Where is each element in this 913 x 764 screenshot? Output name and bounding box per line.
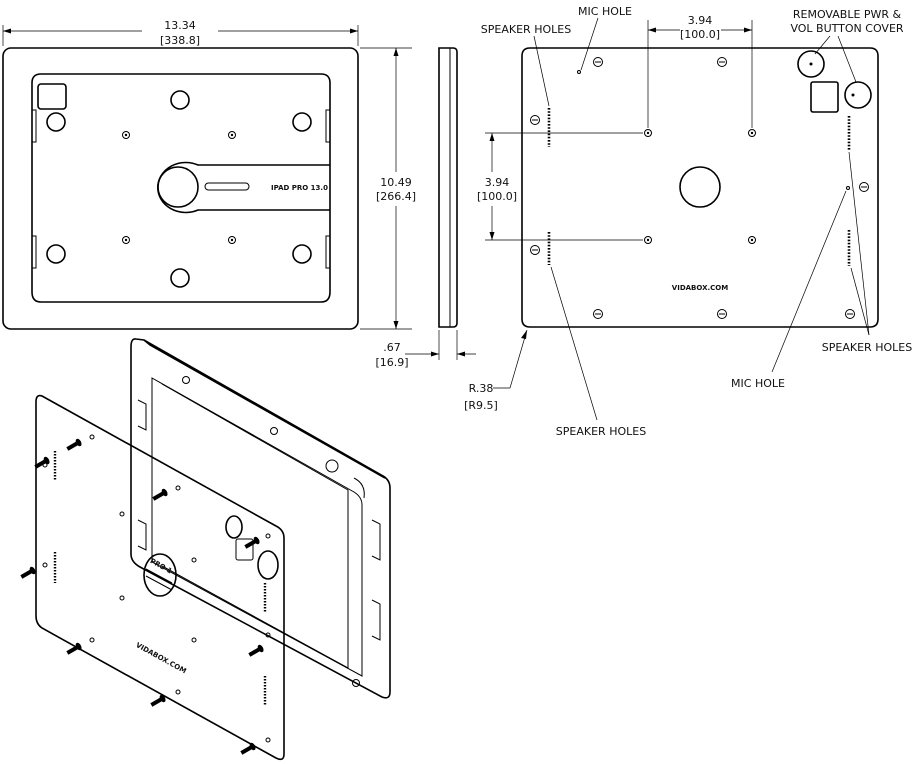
isometric-view: PRO 1 VIDABOX.COM bbox=[20, 338, 391, 761]
callout-speaker-holes-bottom: SPEAKER HOLES bbox=[556, 425, 646, 438]
callout-button-cover-line1: REMOVABLE PWR & bbox=[793, 8, 902, 21]
back-brand-text: VIDABOX.COM bbox=[672, 284, 728, 292]
radius-dim-metric: [R9.5] bbox=[464, 399, 498, 412]
iso-brand-text: VIDABOX.COM bbox=[134, 641, 187, 675]
front-width-dim: 13.34 bbox=[164, 19, 196, 32]
back-spacing-h: 3.94 bbox=[688, 14, 713, 27]
front-engraving: IPAD PRO 13.0 bbox=[271, 184, 328, 192]
callout-mic-hole-top: MIC HOLE bbox=[578, 5, 632, 18]
callout-speaker-holes-right: SPEAKER HOLES bbox=[822, 341, 912, 354]
front-width-dim-metric: [338.8] bbox=[160, 34, 200, 47]
front-height-dim-metric: [266.4] bbox=[376, 190, 416, 203]
radius-dim: R.38 bbox=[469, 382, 494, 395]
back-spacing-h-metric: [100.0] bbox=[680, 28, 720, 41]
callout-speaker-holes-top: SPEAKER HOLES bbox=[481, 23, 571, 36]
side-depth-dim: .67 bbox=[383, 341, 401, 354]
front-view: IPAD PRO 13.0 13.34 [338.8] 10.49 [266.4… bbox=[2, 19, 416, 330]
back-spacing-v: 3.94 bbox=[485, 176, 510, 189]
side-depth-dim-metric: [16.9] bbox=[375, 356, 408, 369]
callout-mic-hole-right: MIC HOLE bbox=[731, 377, 785, 390]
side-view: .67 [16.9] bbox=[375, 47, 476, 369]
back-view: VIDABOX.COM 3.94 [100.0] 3.94 [100.0] R.… bbox=[464, 5, 912, 438]
back-spacing-v-metric: [100.0] bbox=[477, 190, 517, 203]
front-height-dim: 10.49 bbox=[380, 176, 412, 189]
callout-button-cover-line2: VOL BUTTON COVER bbox=[790, 22, 903, 35]
screw-set bbox=[20, 438, 264, 755]
